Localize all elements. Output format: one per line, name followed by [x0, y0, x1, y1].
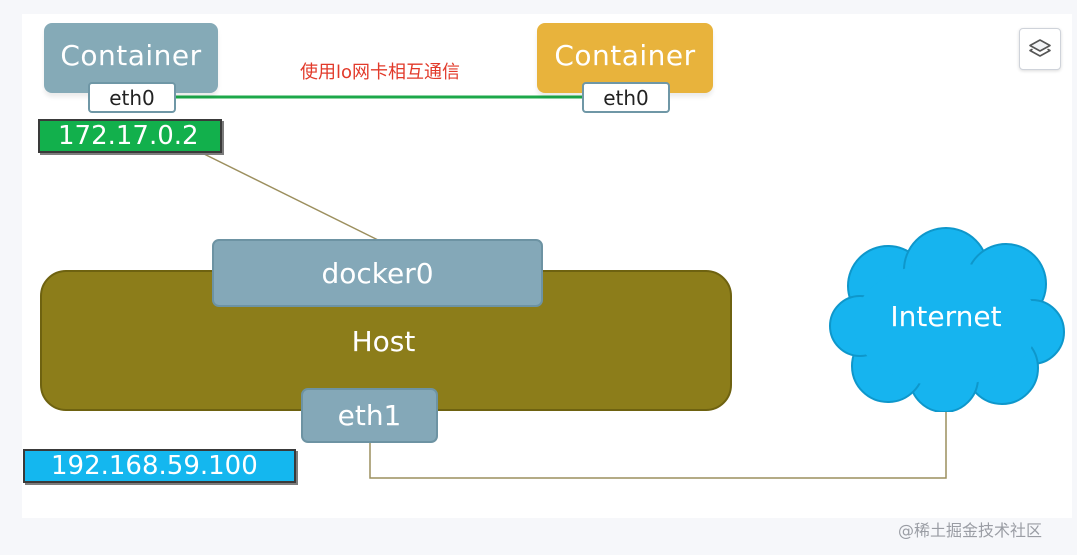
eth1-label: eth1 — [337, 399, 402, 432]
watermark: @稀土掘金技术社区 — [898, 521, 1043, 540]
left-eth0-label: eth0 — [109, 85, 155, 110]
left-container-label: Container — [60, 39, 202, 72]
internet-cloud-icon — [829, 227, 1065, 412]
right-container-box: Container — [537, 23, 713, 93]
left-container-box: Container — [44, 23, 218, 93]
host-ip-badge: 192.168.59.100 — [23, 449, 296, 483]
layers-icon — [1029, 39, 1051, 57]
container-ip-text: 172.17.0.2 — [58, 121, 199, 151]
eth1-to-internet-line — [369, 410, 947, 479]
layers-button[interactable] — [1019, 28, 1061, 70]
lo-link-caption: 使用lo网卡相互通信 — [300, 62, 461, 83]
host-ip-text: 192.168.59.100 — [51, 451, 258, 481]
internet-label: Internet — [890, 300, 1002, 333]
docker0-label: docker0 — [321, 256, 434, 290]
right-container-label: Container — [554, 39, 696, 72]
container-ip-badge: 172.17.0.2 — [38, 119, 222, 153]
host-eth1: eth1 — [301, 388, 438, 443]
ip-to-docker0-line — [199, 151, 379, 241]
right-eth0-label: eth0 — [603, 85, 649, 110]
left-container-eth0: eth0 — [88, 82, 176, 113]
docker0-bridge: docker0 — [212, 239, 543, 307]
right-container-eth0: eth0 — [582, 82, 670, 113]
host-label: Host — [351, 325, 416, 358]
